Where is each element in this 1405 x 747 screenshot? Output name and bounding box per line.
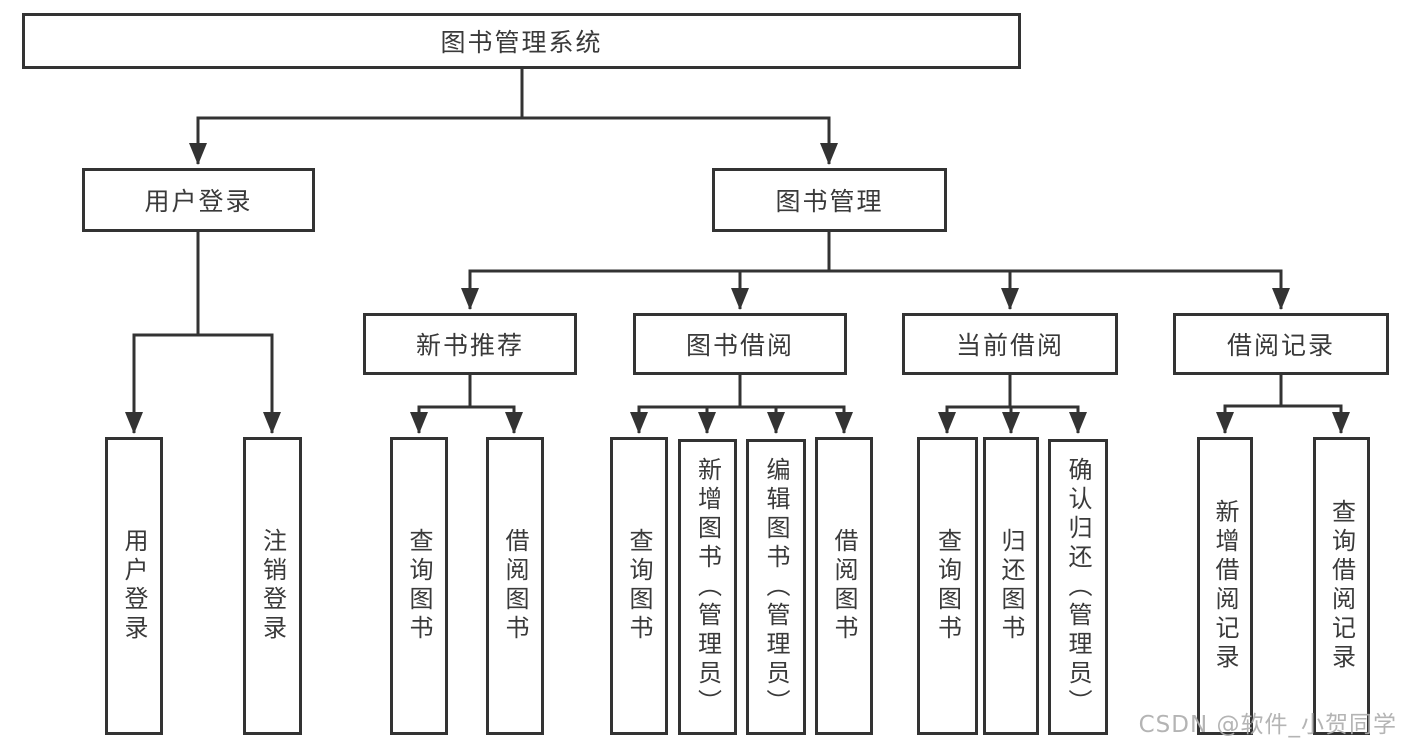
watermark: CSDN @软件_小贺同学 [1138,712,1397,738]
node-root-system: 图书管理系统 [22,13,1021,69]
leaf-borrow-add-books-admin: 新增图书（管理员） [678,439,737,735]
node-new-book-recommend: 新书推荐 [363,313,577,375]
leaf-borrow-borrow-books: 借阅图书 [815,437,873,735]
connector-recommend-to-leaves [410,374,523,434]
connector-user-to-leaves [125,231,281,434]
leaf-records-query-record: 查询借阅记录 [1313,437,1370,735]
node-current-borrow: 当前借阅 [902,313,1118,375]
leaf-logout: 注销登录 [243,437,302,735]
leaf-current-query-books: 查询图书 [917,437,978,735]
leaf-borrow-edit-books-admin: 编辑图书（管理员） [746,439,806,735]
node-user-login: 用户登录 [82,168,315,232]
leaf-current-return-books: 归还图书 [983,437,1039,735]
node-book-borrow: 图书借阅 [633,313,847,375]
connector-records-to-leaves [1216,374,1350,434]
leaf-current-confirm-return-admin: 确认归还（管理员） [1048,439,1108,735]
leaf-user-login: 用户登录 [105,437,163,735]
leaf-recommend-borrow-books: 借阅图书 [486,437,544,735]
connector-current-to-leaves [938,374,1087,434]
connector-root-to-level2 [189,68,838,165]
connector-book-to-level3 [461,231,1290,310]
node-borrow-records: 借阅记录 [1173,313,1389,375]
connector-borrow-to-leaves [630,374,853,434]
leaf-borrow-query-books: 查询图书 [610,437,668,735]
leaf-records-add-record: 新增借阅记录 [1197,437,1253,735]
node-book-management: 图书管理 [712,168,947,232]
leaf-recommend-query-books: 查询图书 [390,437,448,735]
